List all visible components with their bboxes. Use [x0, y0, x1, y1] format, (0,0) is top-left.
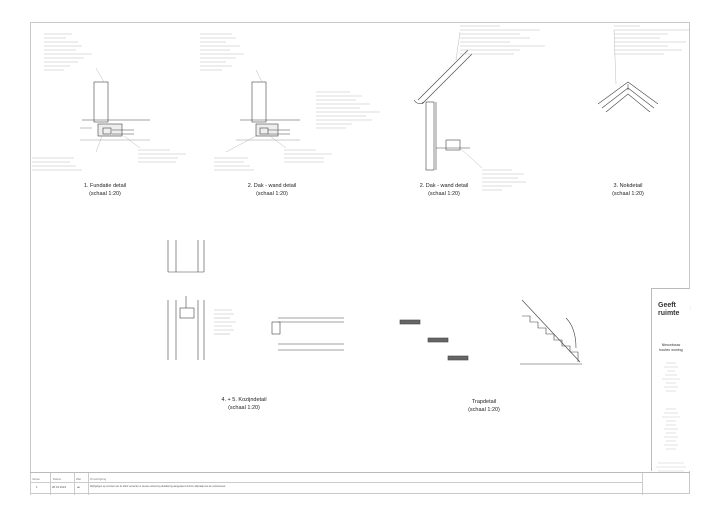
project-name-1: Nieuwbouw: [661, 343, 681, 347]
logo: Geeft ruimte: [658, 293, 688, 329]
dak-wand-drawing-right: [413, 49, 473, 171]
revision-header-by: Wat: [76, 477, 81, 481]
detail-title-fundatie: 1. Fundatie detail(schaal 1:20): [83, 183, 127, 197]
title-block: Geeft ruimte Nieuwbouw houten woning: [651, 288, 690, 472]
revision-date: 28.03.2024: [52, 485, 66, 489]
revision-header-version: Versie: [32, 477, 40, 481]
dak-wand-drawing-left: [236, 81, 300, 141]
trap-drawing: [399, 299, 582, 365]
nok-drawing: [597, 81, 659, 113]
detail-title-trap: Trapdetail(schaal 1:20): [468, 399, 500, 413]
kozijn-drawing: [167, 240, 344, 360]
logo-text-2: ruimte: [658, 310, 680, 317]
project-name-2: houten woning: [659, 348, 683, 352]
revision-version: 1: [36, 485, 38, 489]
detail-title-nok: 3. Nokdetail(schaal 1:20): [612, 183, 644, 197]
revision-header-description: Omschrijving: [90, 477, 107, 481]
revision-header-date: Datum: [53, 477, 62, 481]
title-block-fields: [656, 362, 686, 472]
logo-text-1: Geeft: [658, 302, 676, 309]
detail-title-dak-wand-1: 2. Dak - wand detail(schaal 1:20): [247, 183, 297, 197]
revision-table: Versie Datum Wat Omschrijving 1 28.03.20…: [30, 472, 690, 495]
revision-by: ae: [77, 485, 81, 489]
sheet-border: [30, 22, 690, 494]
revision-description: Wijzigingen op verzoek van de klant verw…: [90, 485, 226, 488]
detail-title-kozijn: 4. + 5. Kozijndetail(schaal 1:20): [221, 397, 267, 411]
detail-title-dak-wand-2: 2. Dak - wand detail(schaal 1:20): [419, 183, 469, 197]
fundatie-drawing: [80, 81, 150, 141]
